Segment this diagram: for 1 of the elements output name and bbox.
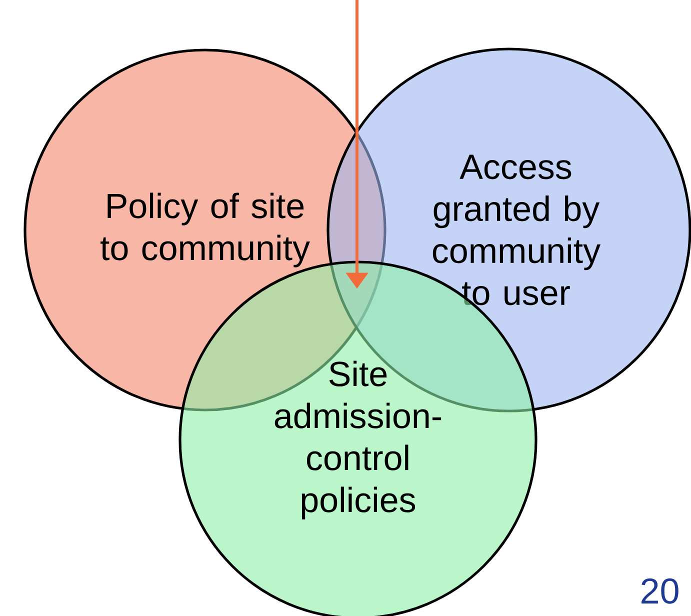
page-number: 20 (642, 578, 678, 604)
